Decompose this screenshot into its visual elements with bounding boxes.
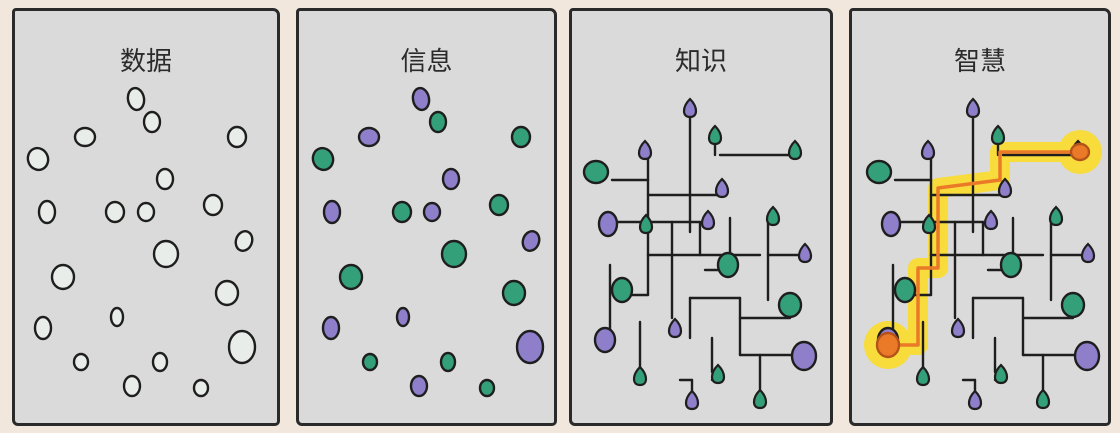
info-node	[515, 329, 545, 365]
drop-node	[915, 365, 931, 387]
drop-node	[637, 139, 653, 161]
info-node	[999, 251, 1023, 279]
data-point	[192, 378, 210, 398]
info-node	[865, 159, 893, 185]
info-node	[411, 86, 431, 112]
drop-node	[710, 363, 726, 385]
info-node	[440, 239, 468, 269]
drop-node	[765, 205, 781, 227]
drop-node	[1035, 388, 1051, 410]
drop-node	[1048, 205, 1064, 227]
drop-node	[920, 139, 936, 161]
info-node	[593, 326, 617, 354]
info-node	[311, 146, 335, 172]
info-node	[716, 251, 740, 279]
info-node	[790, 340, 818, 372]
info-node	[322, 199, 342, 225]
panel-title-wisdom: 智慧	[953, 47, 1006, 77]
info-node	[321, 315, 341, 341]
data-point	[136, 201, 156, 223]
info-node	[441, 167, 461, 191]
panel-title-information: 信息	[400, 47, 453, 77]
info-node	[488, 193, 510, 217]
info-node	[1060, 291, 1086, 319]
info-node	[338, 263, 364, 291]
info-node	[880, 210, 902, 238]
data-point	[202, 193, 224, 217]
drop-node	[921, 213, 937, 235]
data-point	[234, 230, 254, 252]
data-point	[104, 200, 126, 224]
data-point	[227, 329, 257, 365]
info-node	[478, 378, 496, 398]
data-point	[33, 315, 53, 341]
drop-node	[700, 209, 716, 231]
info-node	[1073, 340, 1101, 372]
info-node	[521, 230, 541, 252]
drop-node	[1080, 242, 1096, 264]
data-point	[155, 167, 175, 191]
data-point	[142, 110, 162, 134]
highlight-path-layer	[886, 150, 1082, 347]
drop-node	[714, 177, 730, 199]
info-node	[597, 210, 619, 238]
info-node	[409, 374, 429, 398]
highlight-path-line	[886, 150, 1082, 347]
info-node	[422, 201, 442, 223]
data-point	[152, 239, 180, 269]
drop-node	[967, 389, 983, 411]
info-node	[582, 159, 610, 185]
data-point	[126, 86, 146, 112]
drop-node	[682, 97, 698, 119]
data-point	[122, 374, 142, 398]
drop-node	[667, 317, 683, 339]
panel-title-knowledge: 知识	[674, 47, 727, 77]
info-node	[361, 352, 379, 372]
data-point	[72, 352, 90, 372]
data-point	[151, 351, 169, 373]
info-node	[893, 276, 917, 304]
panel-title-data: 数据	[119, 47, 172, 77]
drop-node	[707, 124, 723, 146]
drop-node	[950, 317, 966, 339]
data-point	[73, 126, 97, 148]
data-point	[26, 146, 50, 172]
drop-node	[638, 213, 654, 235]
drop-node	[997, 177, 1013, 199]
info-node	[395, 306, 411, 328]
drop-node	[787, 139, 803, 161]
drop-node	[797, 242, 813, 264]
highlight-node	[875, 331, 901, 359]
info-node	[501, 279, 527, 307]
info-node	[439, 351, 457, 373]
data-point	[37, 199, 57, 225]
drop-node	[990, 124, 1006, 146]
drop-node	[983, 209, 999, 231]
info-node	[610, 276, 634, 304]
data-point	[109, 306, 125, 328]
data-point	[214, 279, 240, 307]
data-point	[226, 125, 248, 149]
highlight-node	[1069, 142, 1091, 162]
nodes-layer	[26, 86, 1101, 411]
drop-node	[684, 389, 700, 411]
drop-node	[752, 388, 768, 410]
data-point	[50, 263, 76, 291]
info-node	[777, 291, 803, 319]
info-node	[357, 126, 381, 148]
drop-node	[965, 97, 981, 119]
info-node	[510, 125, 532, 149]
info-node	[428, 110, 448, 134]
drop-node	[632, 365, 648, 387]
drop-node	[993, 363, 1009, 385]
info-node	[391, 200, 413, 224]
